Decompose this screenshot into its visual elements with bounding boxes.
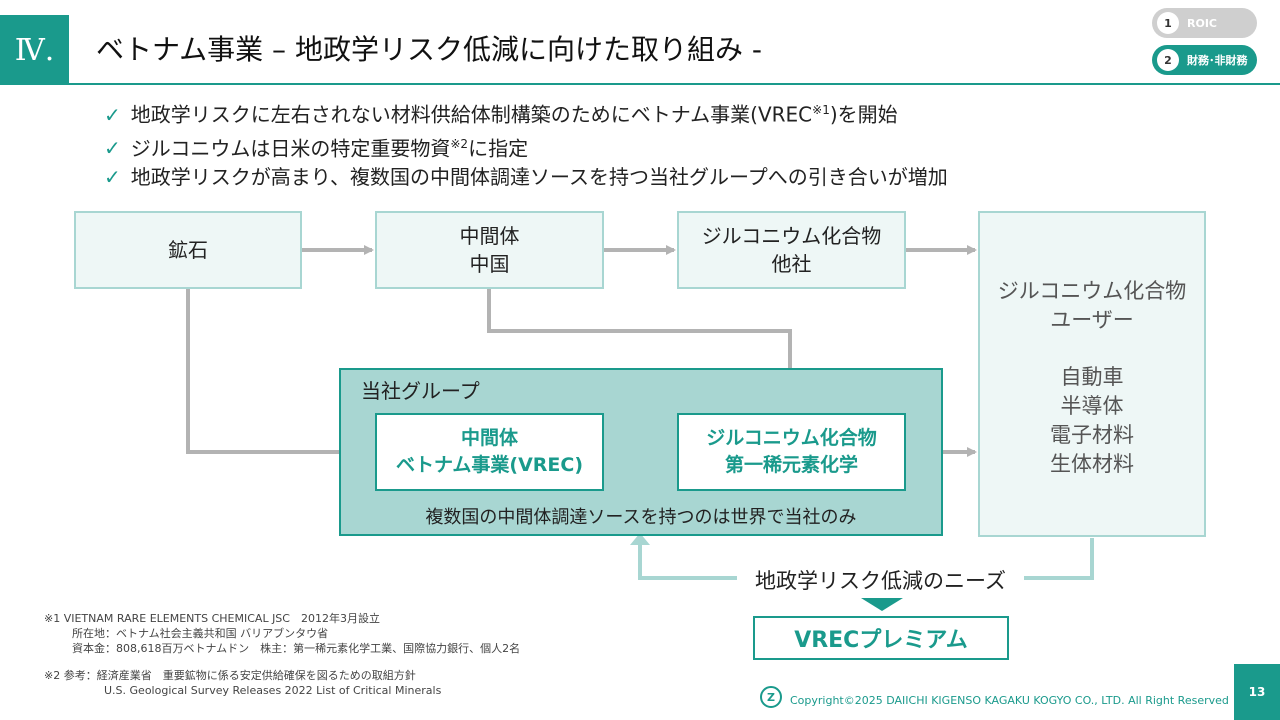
nav-tab-number: 2 [1157,49,1179,71]
bullet-item: ✓ 地政学リスクに左右されない材料供給体制構築のためにベトナム事業(VREC※1)… [104,96,948,130]
box-intermediate-china: 中間体 中国 [375,211,604,289]
footnote-ref: ※2 [450,136,469,151]
users-title: ユーザー [1050,308,1134,332]
box-intermediate-vietnam: 中間体 ベトナム事業(VREC) [375,413,604,491]
needs-label: 地政学リスク低減のニーズ [755,569,1006,593]
footnote-1-capital: 資本金：808,618百万ベトナムドン 株主：第一稀元素化学工業、国際協力銀行、… [72,642,521,655]
bullet-text: ジルコニウムは日米の特定重要物資 [130,136,451,161]
box-label: 中間体 [460,427,518,449]
footnote-2: ※2 参考：経済産業省 重要鉱物に係る安定供給確保を図るための取組方針 [44,669,416,682]
bullet-text: 地政学リスクが高まり、複数国の中間体調達ソースを持つ当社グループへの引き合いが増… [130,165,948,190]
users-title: ジルコニウム化合物 [997,279,1187,303]
box-zirconium-ours: ジルコニウム化合物 第一稀元素化学 [677,413,906,491]
user-industry: 電子材料 [1050,423,1134,447]
premium-box: VRECプレミアム [753,616,1009,660]
bullet-text: )を開始 [829,102,898,127]
nav-tab-roic[interactable]: 1 ROIC [1152,8,1257,38]
footnote-ref: ※1 [812,103,830,117]
copyright: Copyright©2025 DAIICHI KIGENSO KAGAKU KO… [790,694,1229,707]
bullet-text: 地政学リスクに左右されない材料供給体制構築のためにベトナム事業(VREC [130,102,813,127]
bullet-item: ✓ 地政学リスクが高まり、複数国の中間体調達ソースを持つ当社グループへの引き合いが… [104,163,948,192]
bullet-list: ✓ 地政学リスクに左右されない材料供給体制構築のためにベトナム事業(VREC※1)… [104,96,948,192]
box-label: ジルコニウム化合物 [701,224,882,248]
group-note: 複数国の中間体調達ソースを持つのは世界で当社のみ [425,507,857,528]
box-label: 第一稀元素化学 [724,454,858,476]
nav-tab-number: 1 [1157,12,1179,34]
box-users: ジルコニウム化合物 ユーザー 自動車 半導体 電子材料 生体材料 [978,211,1206,537]
nav-tab-label: 財務･非財務 [1187,54,1248,67]
needs-arrowhead-up [630,533,650,545]
group-title: 当社グループ [361,379,480,403]
title-divider [69,83,1280,85]
needs-line-left [638,540,737,580]
box-label: 鉱石 [168,238,208,262]
page-title: ベトナム事業 – 地政学リスク低減に向けた取り組み - [96,33,762,66]
section-badge: Ⅳ. [0,15,69,85]
user-industry: 半導体 [1060,394,1124,418]
arrow-ore-to-vietnam [186,289,374,457]
bullet-text: に指定 [468,136,529,161]
footnote-1: ※1 VIETNAM RARE ELEMENTS CHEMICAL JSC 20… [44,612,380,625]
box-label: 中間体 [459,224,520,248]
needs-line-right [1024,538,1094,580]
box-label: ジルコニウム化合物 [706,427,877,449]
box-label: 中国 [469,252,510,276]
footnote-1-address: 所在地：ベトナム社会主義共和国 バリアブンタウ省 [72,627,329,640]
check-icon: ✓ [104,136,121,161]
company-logo-icon: Z [760,686,782,708]
bullet-item: ✓ ジルコニウムは日米の特定重要物資※2に指定 [104,130,948,164]
box-label: 他社 [771,252,812,276]
user-industry: 自動車 [1060,365,1124,389]
box-label: ベトナム事業(VREC) [395,454,584,476]
nav-tab-label: ROIC [1187,16,1217,30]
needs-down-triangle [861,598,903,611]
box-ore: 鉱石 [74,211,302,289]
nav-tab-financial[interactable]: 2 財務･非財務 [1152,45,1257,75]
page-number: 13 [1234,664,1280,720]
check-icon: ✓ [104,165,121,190]
check-icon: ✓ [104,102,121,127]
user-industry: 生体材料 [1050,452,1134,476]
box-zirconium-others: ジルコニウム化合物 他社 [677,211,906,289]
footnote-2-source: U.S. Geological Survey Releases 2022 Lis… [104,684,442,697]
